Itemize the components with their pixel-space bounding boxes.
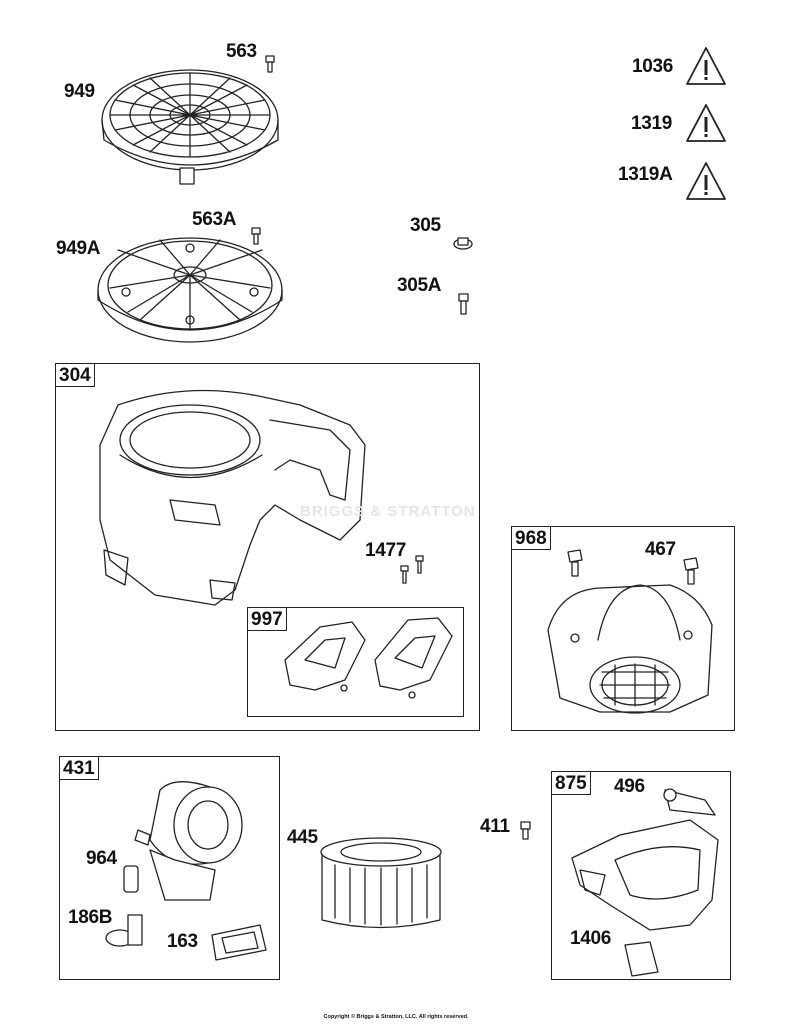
part-949-rotating-screen [101,69,279,185]
part-968-cover [547,549,713,714]
part-431-air-cleaner [105,781,267,961]
part-label-997[interactable]: 997 [247,607,287,631]
part-label-305A[interactable]: 305A [397,275,442,296]
part-563-screw [265,55,275,73]
part-445-filter [320,837,442,929]
part-949A-fan [97,237,283,343]
part-label-968[interactable]: 968 [511,526,551,550]
part-label-949[interactable]: 949 [64,81,95,102]
part-305-nut [453,237,473,250]
group-box-304: 304 [55,363,480,731]
part-997-baffles [284,617,453,699]
part-1477-screws [400,555,424,584]
group-box-431: 431 [59,756,280,980]
part-411-screw [520,821,531,840]
part-875-base [571,788,719,977]
part-305A-screw [458,293,469,315]
part-label-163[interactable]: 163 [167,931,198,952]
part-label-964[interactable]: 964 [86,848,117,869]
part-label-563[interactable]: 563 [226,41,257,62]
part-label-467[interactable]: 467 [645,539,676,560]
part-label-1477[interactable]: 1477 [365,540,407,561]
part-label-1406[interactable]: 1406 [570,928,612,949]
part-label-411[interactable]: 411 [480,816,510,837]
part-563A-screw [251,227,261,245]
part-label-304[interactable]: 304 [55,363,95,387]
group-box-968: 968 [511,526,735,731]
part-label-1036[interactable]: 1036 [632,56,674,77]
part-label-563A[interactable]: 563A [192,209,237,230]
part-label-445[interactable]: 445 [287,827,318,848]
warning-exclamation-marks [704,60,708,195]
part-label-875[interactable]: 875 [551,771,591,795]
part-label-1319[interactable]: 1319 [631,113,673,134]
copyright-notice: Copyright © Briggs & Stratton, LLC. All … [323,1014,469,1020]
part-304-blower-housing [99,389,366,606]
group-box-875: 875 [551,771,731,980]
part-label-186B[interactable]: 186B [68,907,113,928]
part-label-949A[interactable]: 949A [56,238,101,259]
part-label-1319A[interactable]: 1319A [618,164,673,185]
watermark: BRIGGS & STRATTON [300,503,476,520]
group-box-997: 997 [247,607,464,717]
part-label-305[interactable]: 305 [410,215,441,236]
part-label-496[interactable]: 496 [614,776,645,797]
part-label-431[interactable]: 431 [59,756,99,780]
